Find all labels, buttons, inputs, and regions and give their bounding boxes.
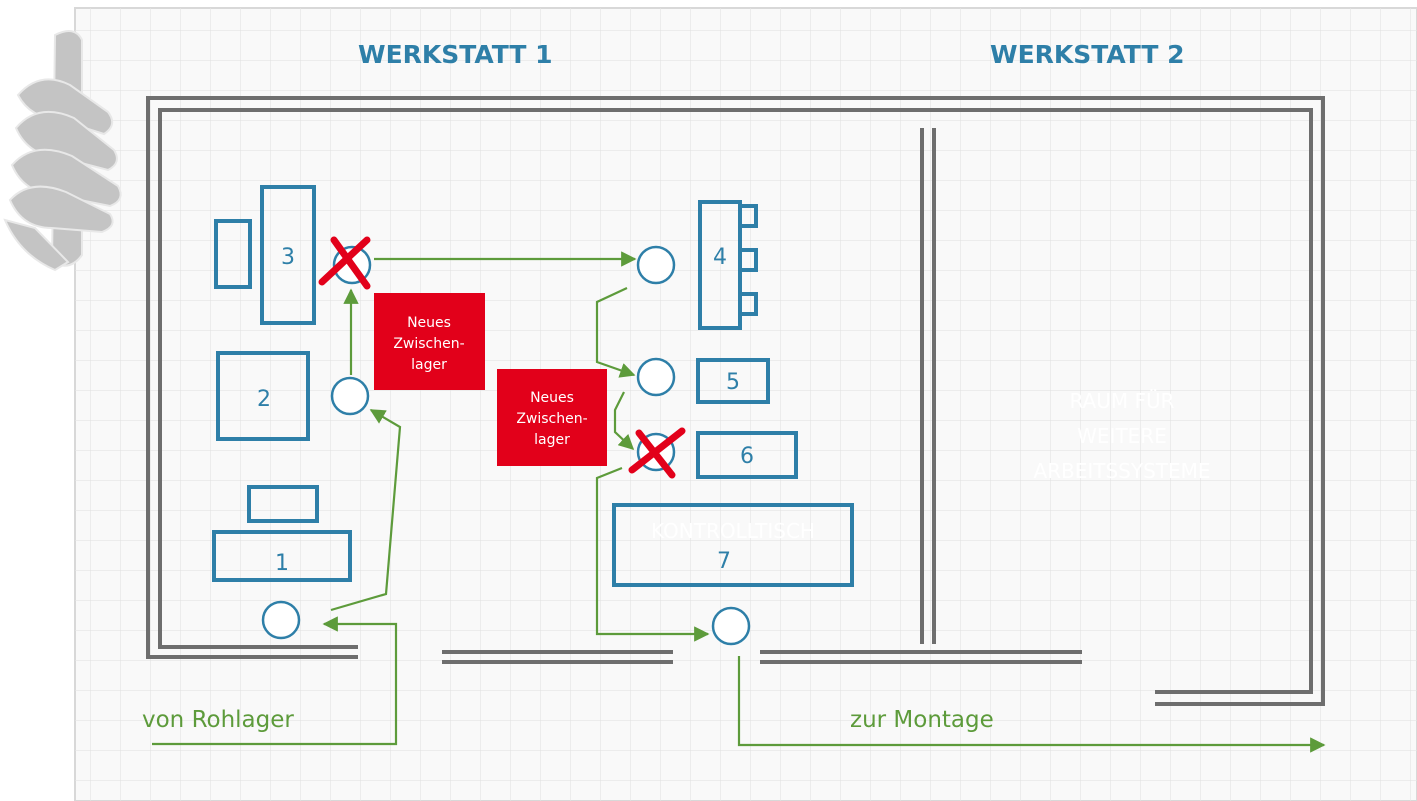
buffer-at-7 <box>711 606 751 646</box>
workshop-2-heading: WERKSTATT 2 <box>990 40 1185 69</box>
buffer-at-5 <box>636 357 676 397</box>
note-1-line-1: Neues <box>407 315 451 331</box>
note-new-buffer-2: Neues Zwischen- lager <box>497 369 607 466</box>
machine-4-slot-c <box>738 292 758 316</box>
machine-3-side <box>214 219 252 289</box>
workshop-1-heading: WERKSTATT 1 <box>358 40 553 69</box>
buffer-at-4 <box>636 245 676 285</box>
machine-1 <box>212 530 352 582</box>
machine-6-label: 6 <box>740 444 754 469</box>
note-new-buffer-1: Neues Zwischen- lager <box>374 293 485 390</box>
note-1-line-3: lager <box>411 357 447 373</box>
machine-4-slot-b <box>738 248 758 272</box>
note-2-line-3: lager <box>534 432 570 448</box>
flow-label-assembly: zur Montage <box>850 707 994 733</box>
machine-5-label: 5 <box>726 370 740 395</box>
machine-7-label: 7 <box>717 549 731 574</box>
flow-6-to-7 <box>595 466 710 642</box>
machine-1-label: 1 <box>275 551 289 576</box>
flow-to-assembly <box>737 656 1326 753</box>
material-flow <box>152 251 1326 753</box>
room-label-line-1: RAUM FÜR <box>1069 389 1174 413</box>
machine-3 <box>260 185 316 325</box>
wall-outer <box>146 96 1325 706</box>
machine-4-slot-a <box>738 204 758 228</box>
cross-mark-icon <box>628 427 686 479</box>
buffer-at-1 <box>261 600 301 640</box>
machine-4-label: 4 <box>713 245 727 270</box>
machine-1-top <box>247 485 319 523</box>
room-label-line-3: ARBEITSSYSTEME <box>1033 459 1210 483</box>
machine-3-label: 3 <box>281 245 295 270</box>
hand-icon <box>3 30 122 272</box>
machine-2 <box>216 351 310 441</box>
note-2-line-1: Neues <box>530 390 574 406</box>
machine-6 <box>696 431 798 479</box>
flow-1-to-2 <box>330 409 402 612</box>
machine-5 <box>696 358 770 404</box>
machine-2-label: 2 <box>257 387 271 412</box>
flow-label-raw-store: von Rohlager <box>142 707 294 733</box>
buffer-at-2 <box>330 376 370 416</box>
control-table-label: KONTROLLTISCH <box>651 519 815 543</box>
wall-inner <box>158 108 1313 694</box>
flow-4-to-5 <box>595 287 636 378</box>
room-label: RAUM FÜR WEITERE ARBEITSSYSTEME <box>1033 389 1210 483</box>
flow-5-to-6 <box>613 391 635 451</box>
machine-7-control-table <box>612 503 854 587</box>
note-1-line-2: Zwischen- <box>393 336 464 352</box>
cross-mark-icon <box>318 236 371 290</box>
note-2-line-2: Zwischen- <box>516 411 587 427</box>
walls <box>146 96 1325 706</box>
machines <box>212 185 854 587</box>
flow-from-raw-store <box>152 616 398 746</box>
room-label-line-2: WEITERE <box>1077 424 1167 448</box>
